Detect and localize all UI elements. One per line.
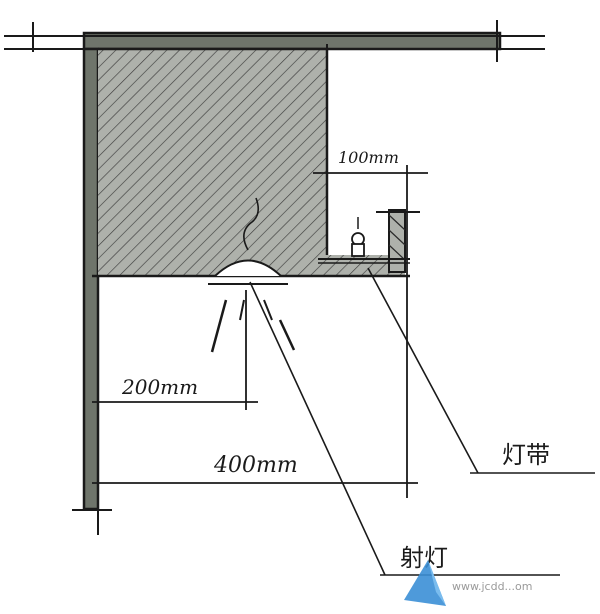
dimension-100mm-label: 100mm [338, 148, 399, 167]
light-strip-label: 灯带 [502, 441, 550, 469]
watermark-text: www.jcdd...om [452, 580, 532, 593]
leader-light-strip: 灯带 [367, 267, 595, 474]
light-strip-cove [318, 209, 420, 273]
dimension-400mm-label: 400mm [213, 453, 298, 478]
left-wall [72, 47, 112, 535]
dimension-200mm: 200mm [92, 290, 258, 410]
dimension-100mm: 100mm [313, 148, 428, 290]
watermark-logo-icon [404, 560, 446, 606]
dimension-400mm: 400mm [92, 290, 418, 498]
leader-spotlight: 射灯 [249, 281, 560, 576]
spotlight-fixture-icon [208, 197, 296, 353]
dimension-200mm-label: 200mm [121, 375, 198, 399]
light-bulb-icon [351, 217, 365, 257]
